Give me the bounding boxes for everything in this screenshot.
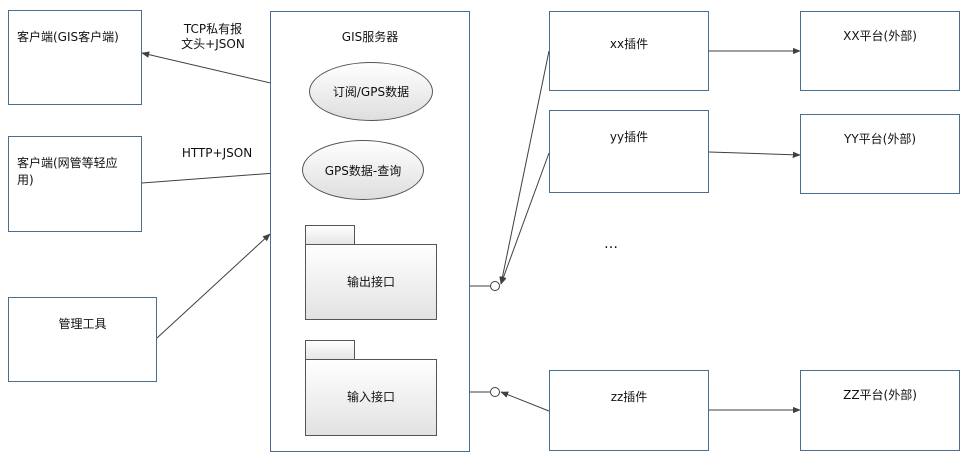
zz-plugin-to-input-line [500,391,550,412]
yy-platform-box: YY平台(外部) [800,114,960,194]
management-connection-line [156,233,271,339]
output-interface-label: 输出接口 [346,275,395,289]
http-edge-label: HTTP+JSON [181,146,253,160]
gps-query-label: GPS数据-查询 [324,163,402,178]
zz-platform-label: ZZ平台(外部) [843,388,917,402]
xx-plugin-box: xx插件 [549,11,709,91]
management-tool-box: 管理工具 [8,297,157,382]
input-interface-package: 输入接口 [305,359,437,436]
input-interface-package-tab [305,340,355,360]
zz-platform-box: ZZ平台(外部) [800,370,960,451]
yy-plugin-label: yy插件 [609,130,649,144]
input-interface-lollipop [490,387,500,397]
management-tool-label: 管理工具 [58,317,107,331]
output-interface-package-tab [305,225,355,245]
gis-client-label: 客户端(GIS客户端) [17,30,119,44]
xx-plugin-label: xx插件 [609,37,649,51]
yy-plugin-box: yy插件 [549,110,709,193]
output-interface-package: 输出接口 [305,244,437,320]
gis-server-title: GIS服务器 [341,30,399,44]
more-plugins-ellipsis: … [604,236,619,252]
gps-query-ellipse: GPS数据-查询 [302,140,424,200]
xx-platform-label: XX平台(外部) [843,29,917,43]
input-interface-label: 输入接口 [346,390,395,404]
xx-platform-box: XX平台(外部) [800,11,960,91]
lightweight-client-box: 客户端(网管等轻应用) [8,136,142,232]
yy-plugin-to-output-line [500,152,550,285]
subscribe-gps-ellipse: 订阅/GPS数据 [309,62,433,121]
gis-client-box: 客户端(GIS客户端) [8,10,142,105]
yy-plugin-to-platform-line [708,151,801,158]
tcp-edge-label: TCP私有报 文头+JSON [181,22,245,51]
lightweight-client-label: 客户端(网管等轻应用) [17,156,118,187]
xx-plugin-to-output-line [499,50,550,285]
yy-platform-label: YY平台(外部) [843,132,917,146]
zz-plugin-box: zz插件 [549,370,709,451]
output-interface-lollipop [490,281,500,291]
zz-plugin-label: zz插件 [610,390,648,404]
subscribe-gps-label: 订阅/GPS数据 [332,85,410,99]
